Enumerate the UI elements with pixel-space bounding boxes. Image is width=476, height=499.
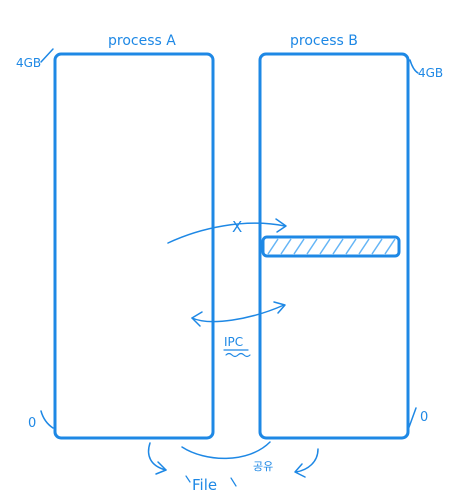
ipc-label: IPC: [224, 335, 243, 349]
process-a-top-label: 4GB: [16, 56, 41, 70]
file-tick-left: [185, 475, 191, 483]
file-arrow-left: [147, 442, 167, 471]
ipc-squiggle: [225, 352, 251, 358]
process-a-bottom-label: 0: [28, 416, 36, 431]
file-arrow-right: [295, 448, 319, 473]
process-b-title: process B: [290, 33, 358, 49]
process-b-top-tick: [409, 59, 419, 74]
file-arrowhead-left: [155, 461, 167, 475]
process-b-bottom-tick: [407, 407, 417, 431]
ipc-arrowhead-right: [273, 301, 286, 314]
process-a-bottom-tick: [40, 410, 54, 429]
process-b-top-label: 4GB: [418, 66, 443, 80]
direct-access-arrow: [167, 222, 286, 244]
file-arc: [181, 441, 271, 460]
process-a-box: [53, 52, 215, 440]
direct-access-arrowhead: [275, 218, 287, 233]
share-label: 공유: [253, 460, 273, 473]
shared-memory-region: [261, 235, 401, 258]
process-a-title: process A: [108, 33, 176, 49]
file-arrowhead-right: [294, 463, 306, 478]
file-label: File: [192, 476, 217, 494]
ipc-arrowhead-left: [191, 311, 203, 327]
file-tick-right: [230, 477, 237, 487]
process-b-bottom-label: 0: [420, 410, 428, 425]
blocked-x-mark: X: [232, 218, 242, 236]
process-a-top-tick: [40, 48, 54, 63]
process-b-box: [258, 52, 410, 440]
ipc-arrow: [191, 304, 285, 323]
